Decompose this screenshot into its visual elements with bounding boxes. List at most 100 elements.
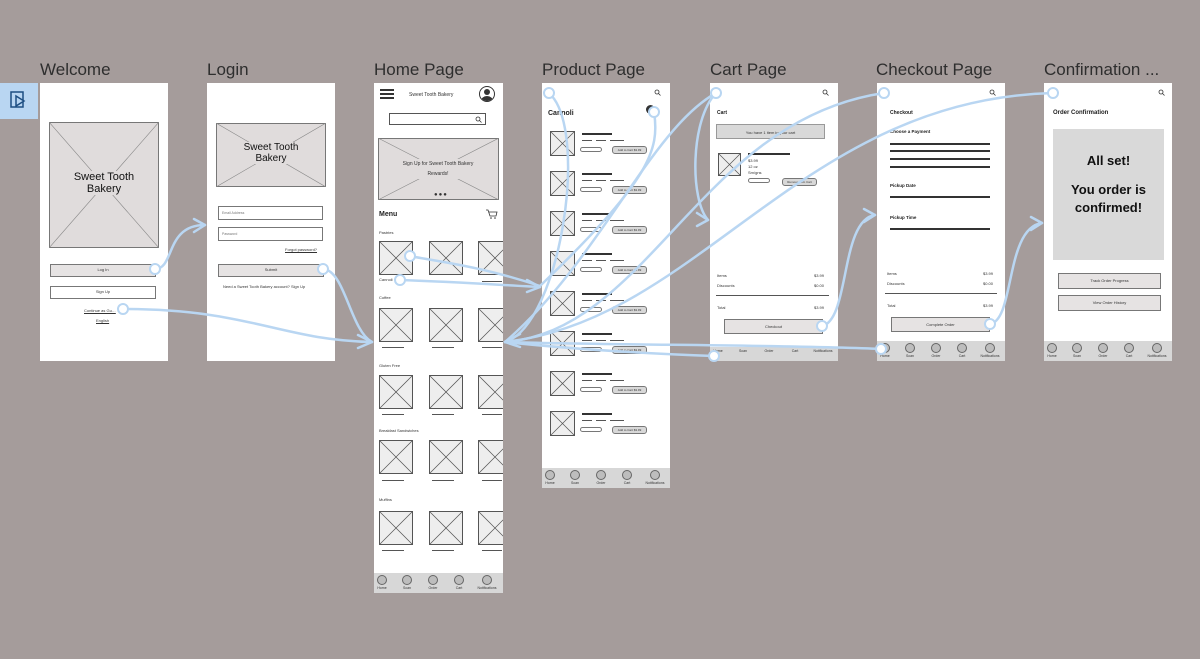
product-thumbnail[interactable] <box>478 511 503 545</box>
product-thumbnail[interactable] <box>429 308 463 342</box>
product-thumbnail[interactable] <box>429 241 463 275</box>
carousel-dots[interactable]: ●●● <box>434 192 448 198</box>
password-field[interactable]: Password <box>218 227 323 241</box>
payment-option[interactable] <box>890 166 990 168</box>
search-icon[interactable] <box>654 89 661 96</box>
wire-handle[interactable] <box>117 303 129 315</box>
nav-order[interactable]: Order <box>590 470 612 485</box>
order-history-button[interactable]: View Order History <box>1058 295 1161 311</box>
product-thumbnail[interactable] <box>550 131 575 156</box>
add-to-cart-button[interactable]: Add to Cart $3.99 <box>612 226 647 234</box>
present-button[interactable] <box>0 83 38 119</box>
wire-handle[interactable] <box>710 87 722 99</box>
signup-button[interactable]: Sign Up <box>50 286 156 299</box>
profile-avatar-icon[interactable] <box>479 86 495 102</box>
item-name[interactable]: Cannoli <box>379 277 393 282</box>
wire-handle[interactable] <box>394 274 406 286</box>
checkout-button[interactable]: Checkout <box>724 319 823 334</box>
login-button[interactable]: Log In <box>50 264 156 277</box>
product-thumbnail[interactable] <box>379 511 413 545</box>
nav-notifications[interactable]: Notifications <box>1144 343 1170 358</box>
email-field[interactable]: Email Address <box>218 206 323 220</box>
payment-option[interactable] <box>890 150 990 152</box>
frame-title-login[interactable]: Login <box>207 60 249 79</box>
signup-prompt[interactable]: Need a Sweet Tooth Bakery account? Sign … <box>223 284 306 289</box>
nav-order[interactable]: Order <box>1092 343 1114 358</box>
payment-option[interactable] <box>890 158 990 160</box>
frame-login[interactable]: Sweet Tooth Bakery Email Address Passwor… <box>207 83 335 361</box>
search-icon[interactable] <box>822 89 829 96</box>
product-thumbnail[interactable] <box>550 411 575 436</box>
wire-handle[interactable] <box>875 343 887 355</box>
add-to-cart-button[interactable]: Add to Cart $3.99 <box>612 386 647 394</box>
quantity-stepper[interactable] <box>748 178 770 183</box>
wire-handle[interactable] <box>708 350 720 362</box>
product-thumbnail[interactable] <box>478 440 503 474</box>
wire-handle[interactable] <box>648 106 660 118</box>
search-icon[interactable] <box>1158 89 1165 96</box>
wire-handle[interactable] <box>816 320 828 332</box>
frame-title-product[interactable]: Product Page <box>542 60 646 79</box>
quantity-stepper[interactable] <box>580 147 602 152</box>
wire-handle[interactable] <box>317 263 329 275</box>
product-thumbnail[interactable] <box>379 440 413 474</box>
nav-home[interactable]: Home <box>542 470 561 485</box>
rewards-banner[interactable]: Sign Up for Sweet Tooth Bakery Rewards! … <box>378 138 499 200</box>
nav-notifications[interactable]: Notifications <box>813 349 833 353</box>
product-thumbnail[interactable] <box>429 440 463 474</box>
product-thumbnail[interactable] <box>550 291 575 316</box>
pickup-time-field[interactable] <box>890 228 990 230</box>
add-to-cart-button[interactable]: Add to Cart $3.99 <box>612 266 647 274</box>
wire-handle[interactable] <box>878 87 890 99</box>
search-icon[interactable] <box>989 89 996 96</box>
frame-welcome[interactable]: Sweet Tooth Bakery Log In Sign Up Contin… <box>40 83 168 361</box>
menu-icon[interactable] <box>380 89 394 99</box>
frame-home[interactable]: Sweet Tooth Bakery Sign Up for Sweet Too… <box>374 83 503 593</box>
quantity-stepper[interactable] <box>580 267 602 272</box>
cart-icon[interactable] <box>486 209 498 219</box>
nav-scan[interactable]: Scan <box>564 470 586 485</box>
pickup-date-field[interactable] <box>890 196 990 198</box>
product-thumbnail[interactable] <box>550 171 575 196</box>
add-to-cart-button[interactable]: Add to Cart $3.99 <box>612 426 647 434</box>
frame-checkout[interactable]: Checkout Choose a Payment Pickup Date Pi… <box>877 83 1005 361</box>
frame-cart[interactable]: Cart You have 1 item in your cart $3.99 … <box>710 83 838 361</box>
product-thumbnail[interactable] <box>478 241 503 275</box>
nav-order[interactable]: Order <box>925 343 947 358</box>
product-thumbnail[interactable] <box>379 308 413 342</box>
wire-handle[interactable] <box>984 318 996 330</box>
wire-handle[interactable] <box>149 263 161 275</box>
nav-home[interactable]: Home <box>374 575 393 590</box>
nav-order[interactable]: Order <box>764 349 774 353</box>
product-thumbnail[interactable] <box>478 308 503 342</box>
nav-home[interactable]: Home <box>713 349 723 353</box>
nav-scan[interactable]: Scan <box>899 343 921 358</box>
language-link[interactable]: English <box>96 318 110 323</box>
add-to-cart-button[interactable]: Add to Cart $3.99 <box>612 146 647 154</box>
product-thumbnail[interactable] <box>429 511 463 545</box>
nav-cart[interactable]: Cart <box>448 575 470 590</box>
nav-scan[interactable]: Scan <box>1066 343 1088 358</box>
wire-handle[interactable] <box>1047 87 1059 99</box>
track-order-button[interactable]: Track Order Progress <box>1058 273 1161 289</box>
quantity-stepper[interactable] <box>580 187 602 192</box>
frame-title-confirmation[interactable]: Confirmation ... <box>1044 60 1160 79</box>
wire-handle[interactable] <box>404 250 416 262</box>
add-to-cart-button[interactable]: Add to Cart $3.99 <box>612 306 647 314</box>
nav-notifications[interactable]: Notifications <box>642 470 668 485</box>
nav-home[interactable]: Home <box>1044 343 1063 358</box>
nav-cart[interactable]: Cart <box>1118 343 1140 358</box>
payment-option[interactable] <box>890 143 990 145</box>
product-thumbnail[interactable] <box>478 375 503 409</box>
frame-title-checkout[interactable]: Checkout Page <box>876 60 993 79</box>
nav-notifications[interactable]: Notifications <box>474 575 500 590</box>
nav-cart[interactable]: Cart <box>616 470 638 485</box>
quantity-stepper[interactable] <box>580 387 602 392</box>
product-thumbnail[interactable] <box>379 375 413 409</box>
frame-title-cart[interactable]: Cart Page <box>710 60 787 79</box>
frame-title-home[interactable]: Home Page <box>374 60 464 79</box>
frame-title-welcome[interactable]: Welcome <box>40 60 111 79</box>
nav-scan[interactable]: Scan <box>396 575 418 590</box>
quantity-stepper[interactable] <box>580 427 602 432</box>
nav-notifications[interactable]: Notifications <box>977 343 1003 358</box>
